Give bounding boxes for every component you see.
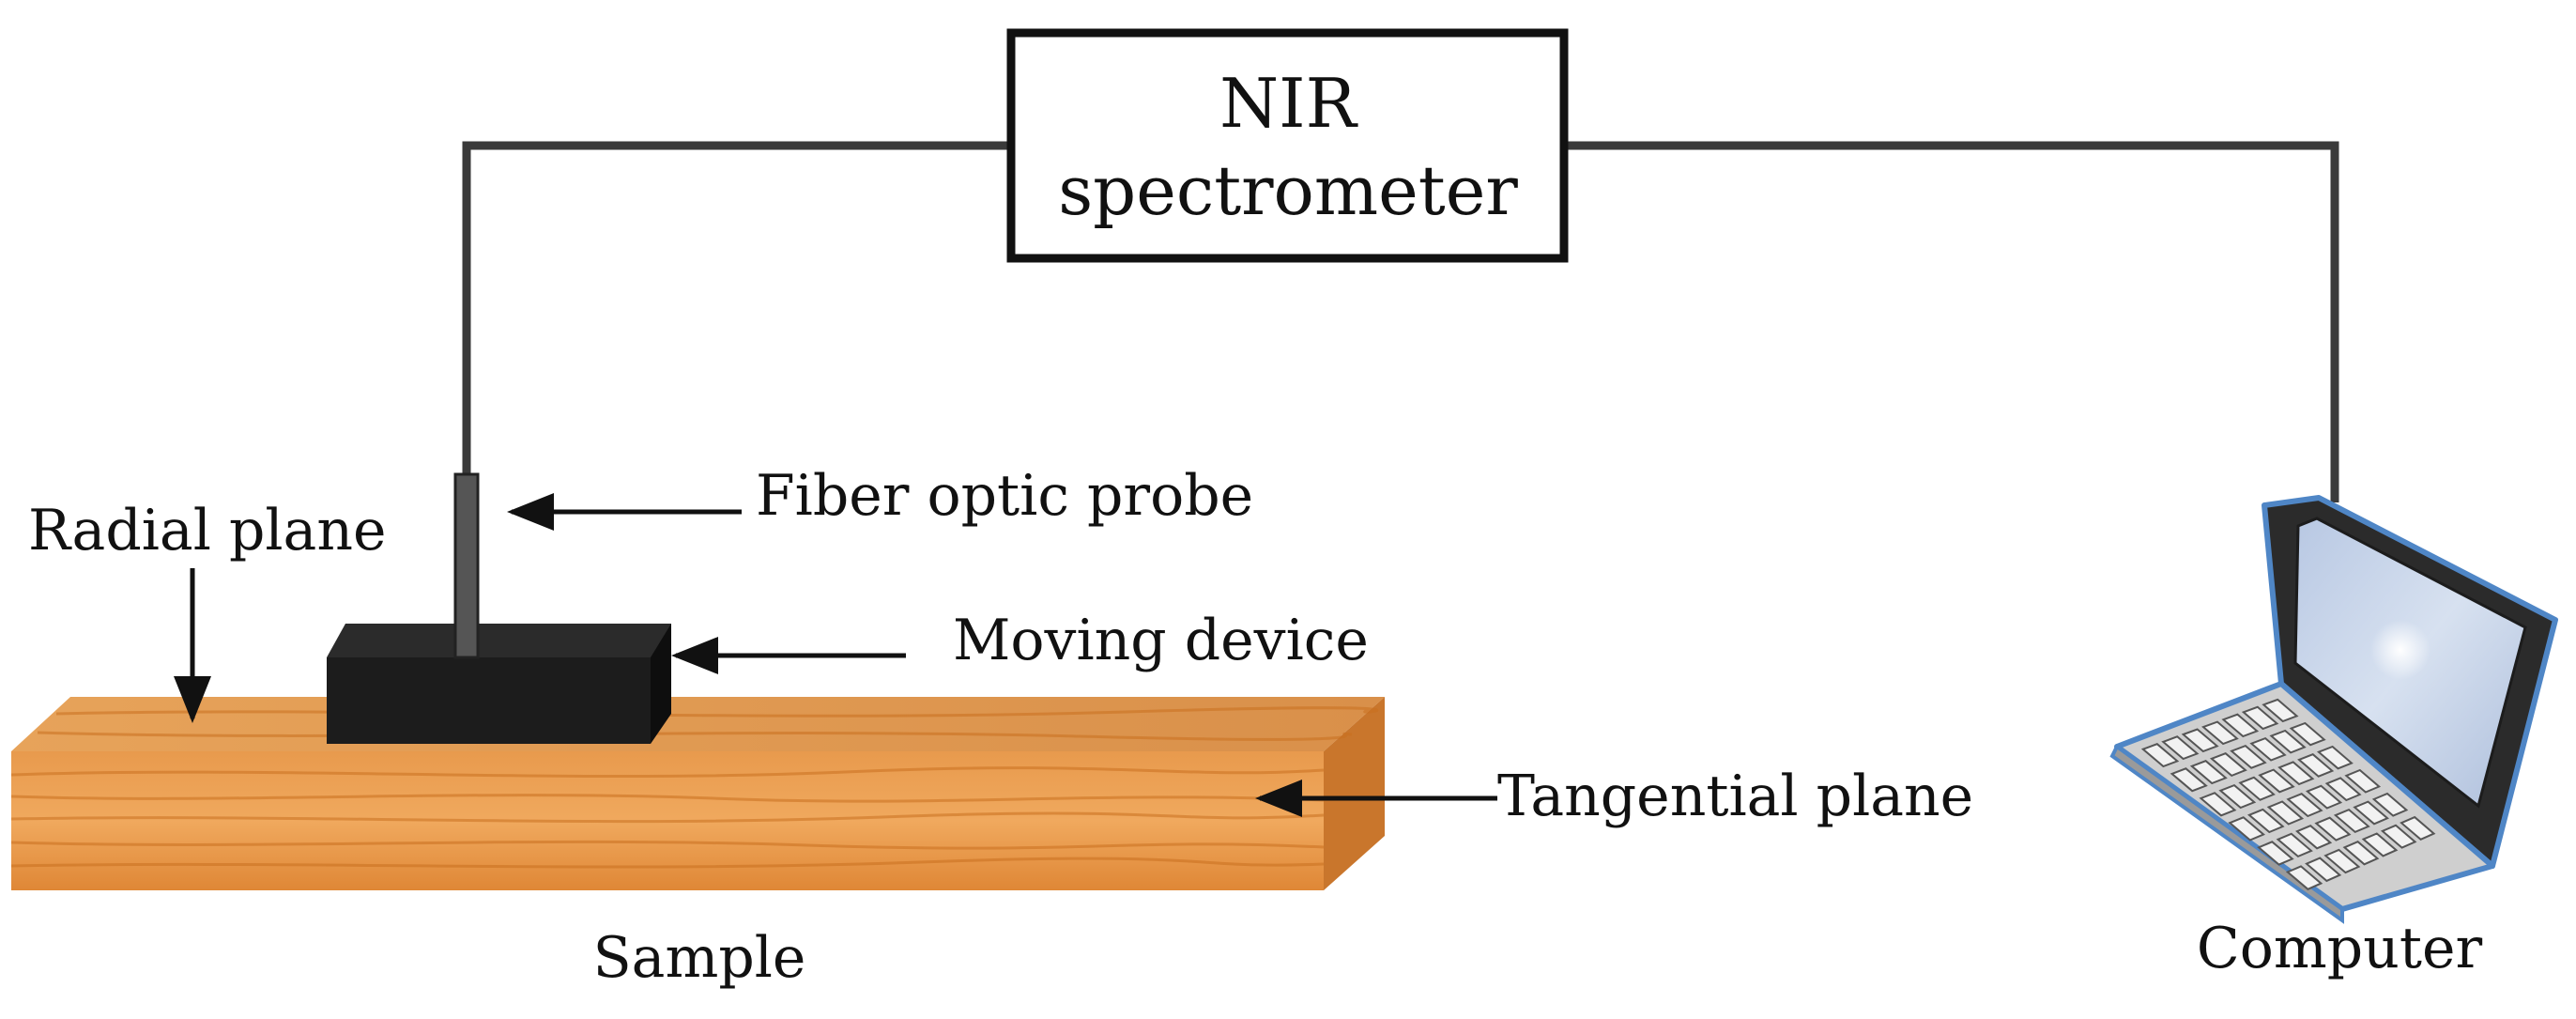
wood-grain — [10, 706, 1379, 869]
keyboard-key — [2286, 793, 2323, 818]
keyboard-key — [2316, 745, 2354, 770]
keyboard-key — [2344, 768, 2382, 794]
keyboard-key — [2221, 713, 2260, 738]
keyboard-key — [2218, 783, 2257, 810]
label-computer: Computer — [2197, 916, 2483, 981]
label-tangential-plane: Tangential plane — [1497, 764, 1973, 829]
moving-device — [327, 624, 671, 744]
keyboard-key — [2295, 825, 2333, 850]
keyboard-key — [2238, 776, 2276, 801]
keyboard-key — [2266, 800, 2305, 826]
nir-spectrometer-box: NIR spectrometer — [1006, 28, 1569, 263]
keyboard-key — [2269, 729, 2307, 754]
keyboard-key — [2323, 848, 2361, 874]
keyboard-key — [2297, 753, 2335, 778]
fiber-optic-probe — [453, 472, 480, 659]
label-sample: Sample — [593, 925, 806, 991]
keyboard-key — [2257, 841, 2294, 866]
spectrometer-label-line2: spectrometer — [1058, 151, 1518, 230]
wood-side-face — [1324, 697, 1385, 890]
label-radial-plane: Radial plane — [28, 498, 386, 564]
keyboard-key — [2199, 792, 2237, 817]
keyboard-key — [2249, 736, 2287, 762]
keyboard-key — [2400, 815, 2436, 841]
keyboard-key — [2371, 792, 2409, 817]
keyboard-key — [2189, 760, 2228, 785]
keyboard-key — [2181, 728, 2219, 753]
keyboard-key — [2258, 768, 2295, 794]
keyboard-key — [2305, 784, 2343, 810]
laptop-keyboard — [2140, 698, 2436, 890]
keyboard-key — [2201, 720, 2239, 746]
keyboard-key — [2353, 800, 2389, 826]
cable-spectrometer-to-computer — [1560, 141, 2339, 502]
spectrometer-label-line1: NIR — [1219, 64, 1357, 143]
keyboard-key — [2228, 816, 2265, 841]
keyboard-key — [2170, 767, 2208, 793]
keyboard-key — [2209, 752, 2247, 778]
keyboard-key — [2262, 698, 2299, 723]
keyboard-key — [2333, 808, 2370, 834]
label-moving-device: Moving device — [953, 608, 1369, 673]
keyboard-key — [2361, 832, 2399, 857]
keyboard-key — [2140, 743, 2180, 768]
keyboard-key — [2324, 777, 2362, 802]
keyboard-key — [2285, 865, 2323, 890]
keyboard-key — [2161, 735, 2200, 761]
keyboard-key — [2380, 824, 2417, 849]
keyboard-key — [2342, 841, 2380, 866]
keyboard-key — [2276, 832, 2313, 858]
keyboard-key — [2314, 816, 2352, 841]
annotation-arrows — [174, 493, 1497, 817]
keyboard-key — [2246, 808, 2285, 834]
keyboard-key — [2241, 705, 2279, 731]
keyboard-key — [2305, 857, 2342, 883]
laptop-computer-icon — [2109, 495, 2558, 924]
keyboard-key — [2277, 761, 2315, 786]
cable-probe-to-spectrometer — [462, 141, 1014, 474]
wood-top-face — [11, 697, 1385, 751]
wood-sample — [10, 697, 1385, 890]
label-fiber-optic-probe: Fiber optic probe — [756, 463, 1253, 529]
keyboard-key — [2230, 744, 2267, 769]
keyboard-key — [2289, 721, 2326, 747]
